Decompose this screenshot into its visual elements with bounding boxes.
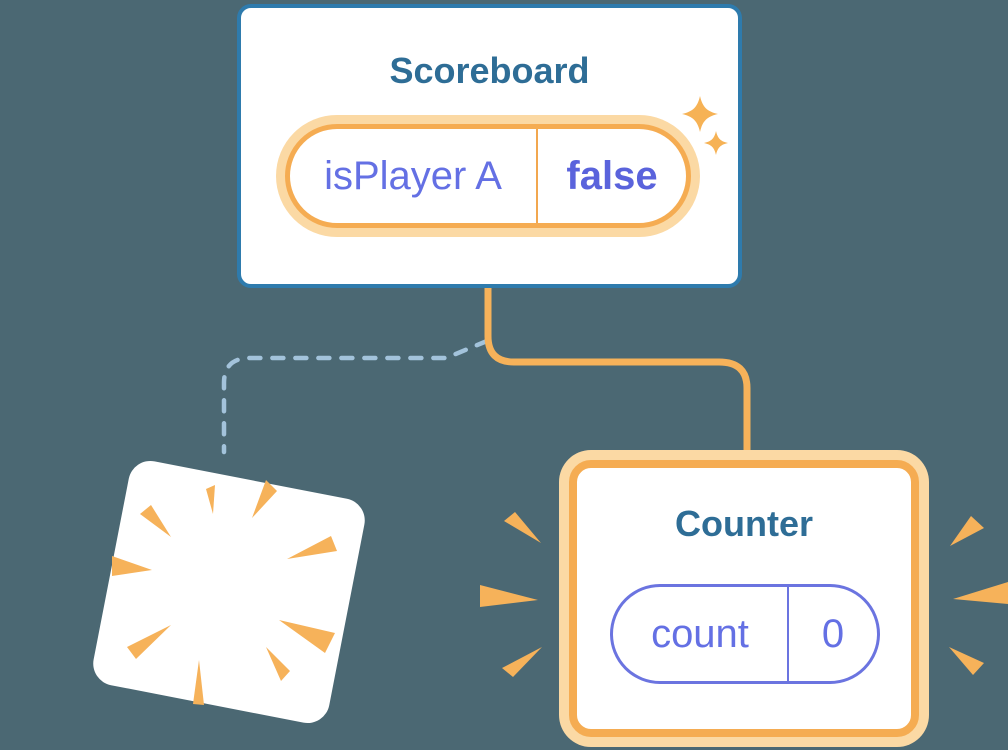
state-key-label: isPlayer A bbox=[324, 153, 502, 198]
solid-connector-kept-branch bbox=[484, 284, 751, 458]
emphasis-burst-right-icon bbox=[949, 516, 1008, 675]
emphasis-burst-left-icon bbox=[480, 512, 542, 677]
destroyed-card bbox=[89, 457, 369, 727]
pill-divider bbox=[787, 587, 789, 681]
count-key-label: count bbox=[651, 611, 749, 656]
pill-divider bbox=[536, 129, 538, 223]
counter-state-pill: count 0 bbox=[610, 584, 880, 684]
counter-title: Counter bbox=[675, 503, 813, 544]
scoreboard-state-pill: isPlayer A false bbox=[285, 124, 691, 228]
dashed-connector-removed-branch bbox=[221, 338, 490, 455]
count-value-label: 0 bbox=[821, 611, 845, 656]
state-value-label: false bbox=[566, 153, 658, 198]
scoreboard-title: Scoreboard bbox=[389, 50, 590, 91]
